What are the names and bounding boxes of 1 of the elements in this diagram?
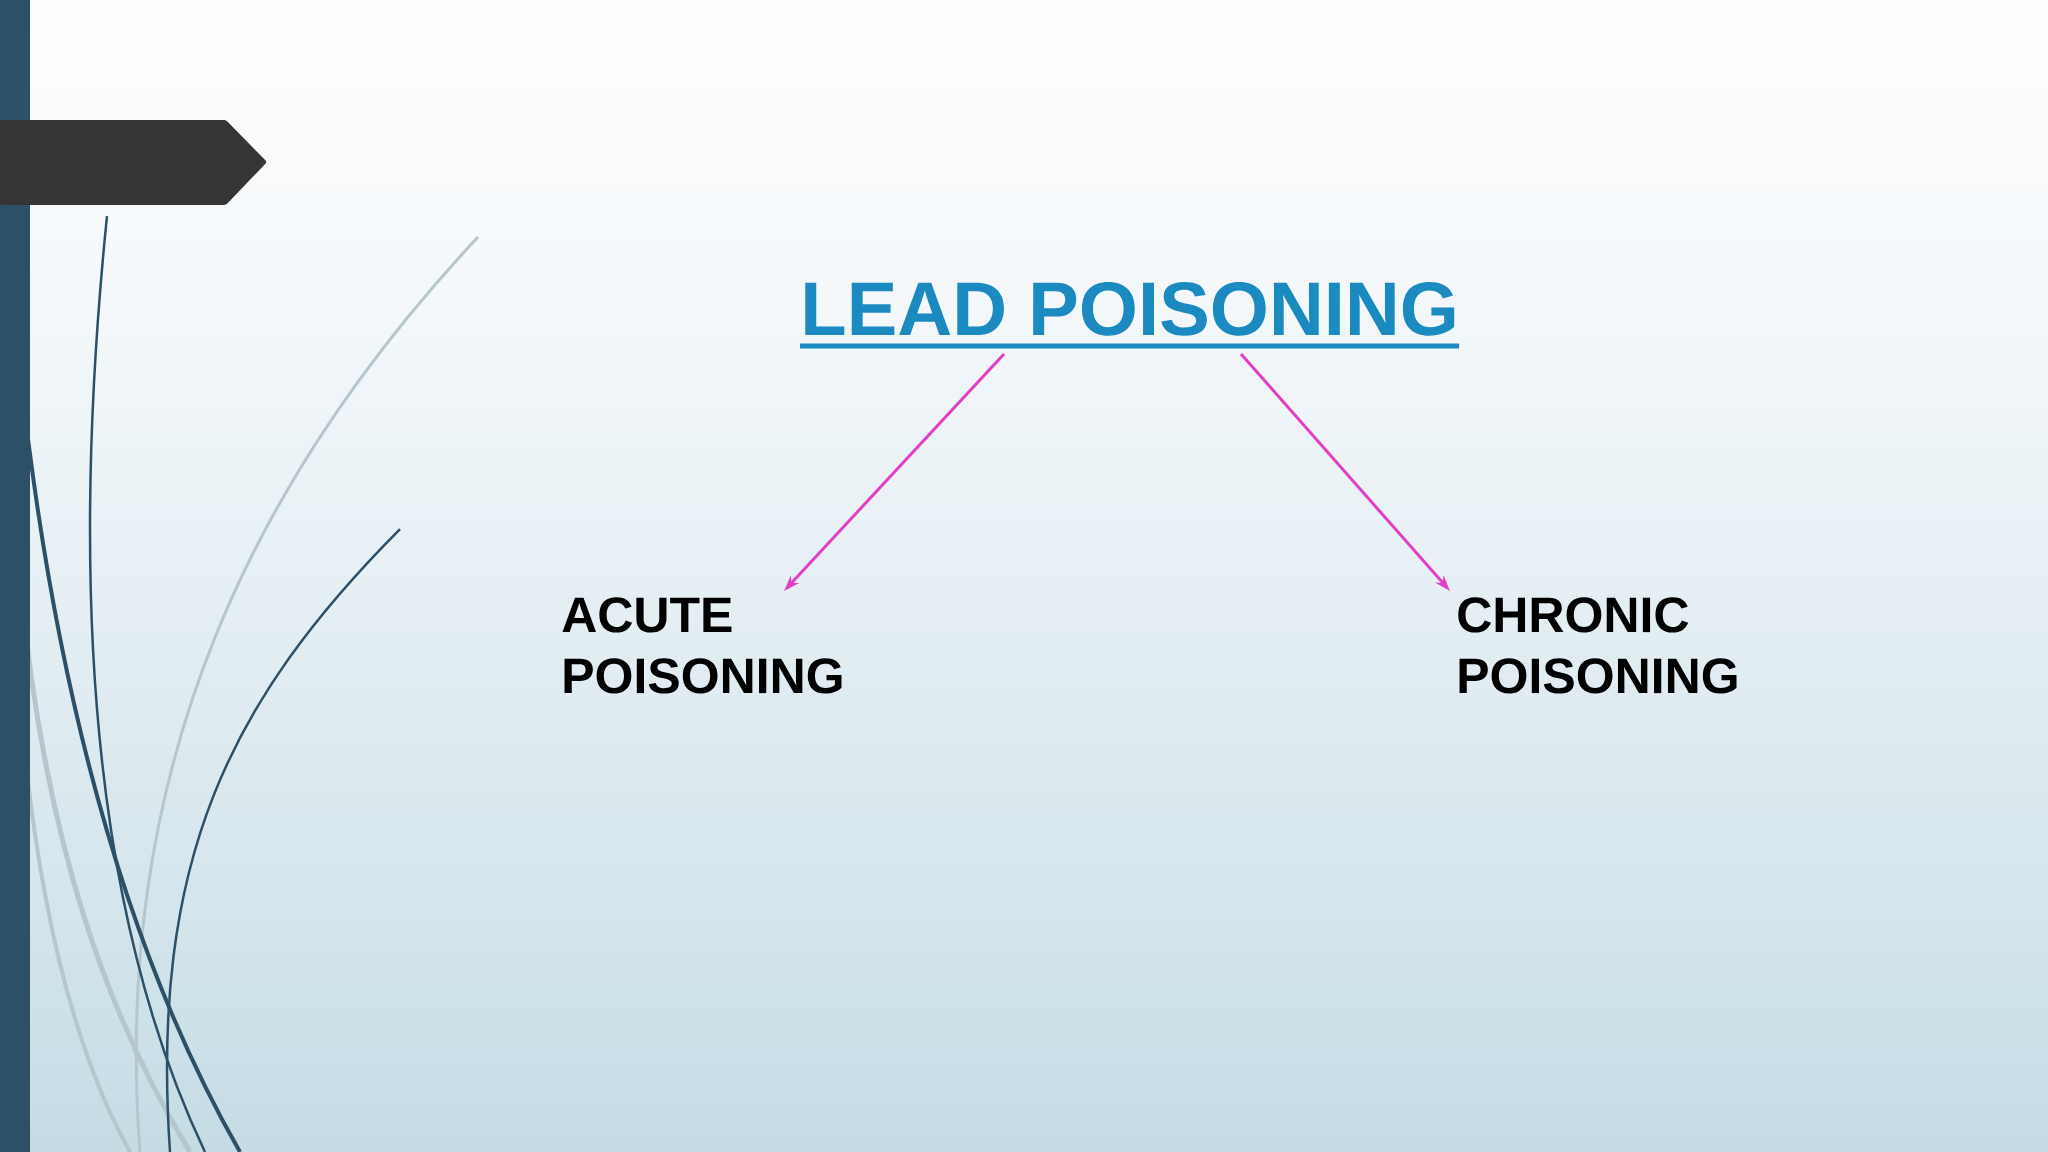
underlined-heading: LEAD POISONING xyxy=(800,281,1460,349)
